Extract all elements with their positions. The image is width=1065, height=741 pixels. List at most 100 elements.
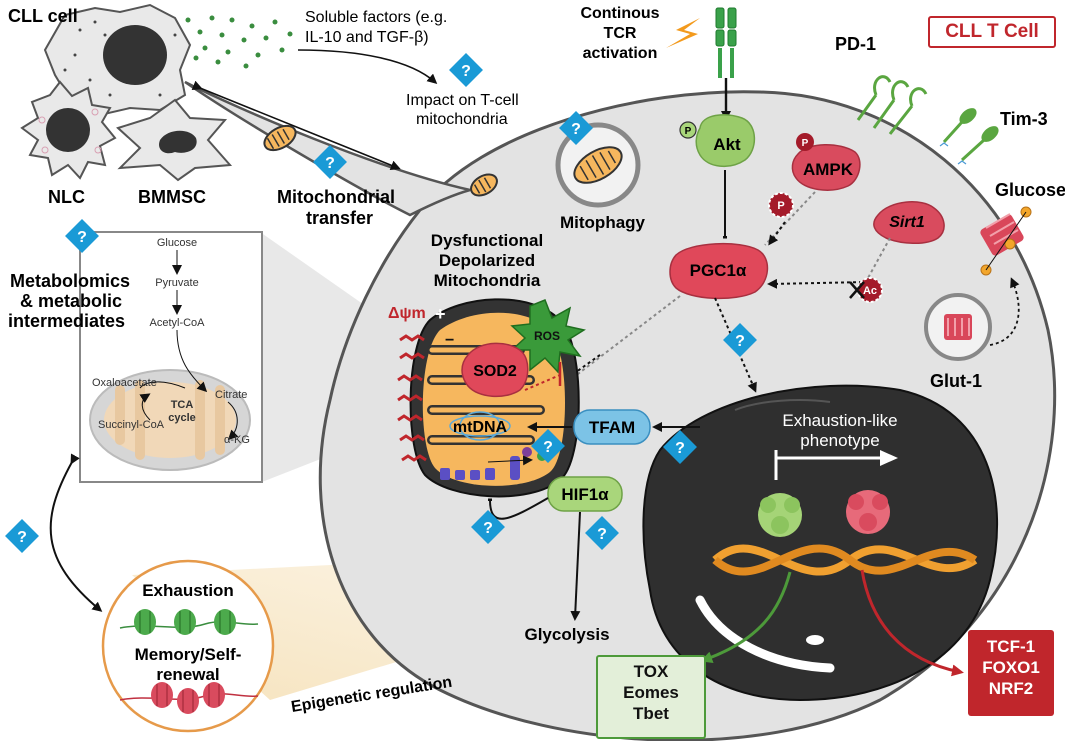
- pd1-receptor-icon: [856, 75, 928, 135]
- ampk-protein: [791, 133, 861, 191]
- tim3-receptor-icon: [939, 108, 999, 165]
- akt-label: Akt: [713, 135, 741, 154]
- epigenetic-memory-line2: renewal: [156, 665, 219, 684]
- hif1a-protein: [547, 476, 623, 512]
- tim3-label: Tim-3: [1000, 109, 1048, 129]
- svg-text:?: ?: [543, 439, 553, 456]
- glucose-molecule: [1004, 238, 1016, 250]
- glycolysis-label: Glycolysis: [524, 625, 609, 644]
- svg-text:?: ?: [735, 333, 745, 350]
- cll-cell-label: CLL cell: [8, 6, 78, 26]
- tfam-protein: [573, 409, 651, 445]
- akt-phospho: P: [685, 126, 692, 137]
- pgc1a-label: PGC1α: [690, 261, 747, 280]
- pathway-tca-1: TCA: [171, 399, 194, 411]
- ros-label: ROS: [534, 329, 560, 343]
- impact-line1: Impact on T-cell: [406, 92, 519, 109]
- svg-text:?: ?: [675, 440, 685, 457]
- acetyl-label: Ac: [863, 285, 877, 297]
- pgc1a-protein: [669, 242, 769, 300]
- metabolomics-line1: Metabolomics: [10, 271, 130, 291]
- tcr-line1: Continous: [580, 5, 659, 22]
- pd1-label: PD-1: [835, 34, 876, 54]
- mitochondrion-icon: [89, 369, 251, 471]
- metabolomics-line2: & metabolic: [20, 291, 122, 311]
- lightning-icon: [666, 18, 700, 48]
- glucose-label: Glucose: [995, 180, 1065, 200]
- glut1-label: Glut-1: [930, 371, 982, 391]
- svg-text:?: ?: [483, 520, 493, 537]
- pathway-akg: α-KG: [224, 434, 250, 446]
- tcr-receptor-icon: [715, 7, 737, 78]
- pathway-citrate: Citrate: [215, 389, 247, 401]
- plus-sign: +: [435, 304, 446, 324]
- marker-tcf1: TCF-1: [986, 637, 1036, 656]
- exhaustion-like-line1: Exhaustion-like: [782, 411, 897, 430]
- svg-text:?: ?: [571, 121, 581, 138]
- mitochondrion-icon: [573, 146, 623, 184]
- svg-text:?: ?: [461, 63, 471, 80]
- tcr-line3: activation: [583, 45, 658, 62]
- memory-markers-box: TCF-1 FOXO1 NRF2: [968, 630, 1054, 716]
- pathway-acetyl-coa: Acetyl-CoA: [149, 317, 205, 329]
- svg-text:?: ?: [325, 155, 335, 172]
- ampk-label: AMPK: [803, 160, 854, 179]
- membrane-potential-markers: [397, 334, 427, 462]
- nucleosome-icon: [151, 682, 225, 714]
- bmmsc-icon: [116, 98, 233, 182]
- mitochondrion-icon: [470, 173, 498, 197]
- sirt1-label: Sirt1: [889, 214, 925, 231]
- soluble-factors-line1: Soluble factors (e.g.: [305, 9, 447, 26]
- akt-protein: [679, 114, 756, 167]
- mito-transfer-line1: Mitochondrial: [277, 187, 395, 207]
- epigenetic-memory-line1: Memory/Self-: [135, 645, 242, 664]
- epigenetic-circle: [101, 559, 275, 733]
- minus-sign: −: [445, 332, 454, 349]
- nucleosome-icon: [134, 609, 236, 635]
- marker-tbet: Tbet: [633, 704, 669, 723]
- svg-text:?: ?: [597, 526, 607, 543]
- bmmsc-label: BMMSC: [138, 187, 206, 207]
- dysfunctional-line3: Mitochondria: [434, 271, 541, 290]
- nucleus: [642, 384, 999, 702]
- exhaustion-markers-box: TOX Eomes Tbet: [596, 655, 706, 739]
- tfam-label: TFAM: [589, 418, 635, 437]
- sod2-label: SOD2: [473, 363, 517, 380]
- marker-tox: TOX: [633, 662, 669, 681]
- tcr-line2: TCR: [604, 25, 637, 42]
- free-phospho: P: [777, 200, 784, 212]
- mitophagy-label: Mitophagy: [560, 213, 646, 232]
- pathway-pyruvate: Pyruvate: [155, 277, 198, 289]
- dysfunctional-line1: Dysfunctional: [431, 231, 543, 250]
- phospho-group: [768, 192, 794, 218]
- sirt1-protein: [873, 201, 945, 244]
- svg-text:?: ?: [17, 529, 27, 546]
- pathway-tca-2: cycle: [168, 412, 196, 424]
- cll-t-cell-title: CLL T Cell: [928, 16, 1056, 48]
- sod2-protein: [461, 342, 529, 398]
- marker-eomes: Eomes: [623, 683, 679, 702]
- epigenetic-exhaustion-label: Exhaustion: [142, 581, 234, 600]
- pathway-oxaloacetate: Oxaloacetate: [92, 377, 157, 389]
- ampk-phospho: P: [802, 138, 809, 149]
- soluble-factor-dots: [185, 15, 293, 69]
- cll-cell-icon: [43, 3, 192, 117]
- svg-text:?: ?: [77, 229, 87, 246]
- nucleosome-icon: [846, 490, 890, 534]
- marker-foxo1: FOXO1: [982, 658, 1040, 677]
- pathway-glucose: Glucose: [157, 237, 197, 249]
- ros-burst-icon: [510, 299, 586, 374]
- impact-line2: mitochondria: [416, 111, 508, 128]
- delta-psi-label: Δψm: [388, 305, 426, 322]
- nlc-label: NLC: [48, 187, 85, 207]
- exhaustion-like-line2: phenotype: [800, 431, 879, 450]
- dysfunctional-line2: Depolarized: [439, 251, 535, 270]
- soluble-factors-line2: IL-10 and TGF-β): [305, 29, 429, 46]
- mito-transfer-line2: transfer: [306, 208, 373, 228]
- etc-complexes: [440, 456, 520, 480]
- nlc-icon: [20, 80, 117, 180]
- pathway-succinyl-coa: Succinyl-CoA: [98, 419, 165, 431]
- glut1-transporter-icon: [944, 314, 972, 340]
- dna-helix-icon: [712, 544, 978, 576]
